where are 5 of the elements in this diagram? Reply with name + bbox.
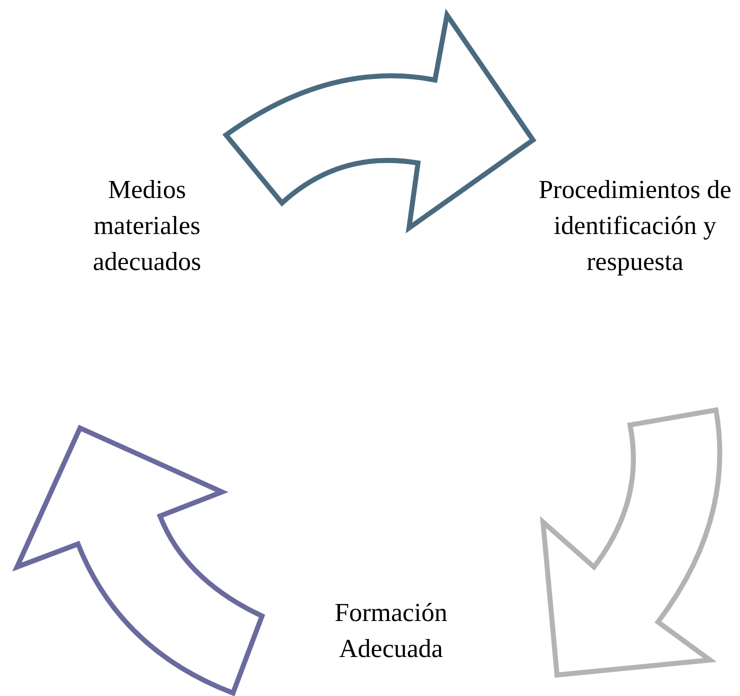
- curved-block-arrow: [14, 426, 264, 696]
- curved-block-arrow: [540, 408, 722, 678]
- node-label: Procedimientos de identificación y respuesta: [530, 172, 740, 280]
- node-label: Formación Adecuada: [296, 595, 486, 667]
- node-label: Medios materiales adecuados: [62, 172, 232, 280]
